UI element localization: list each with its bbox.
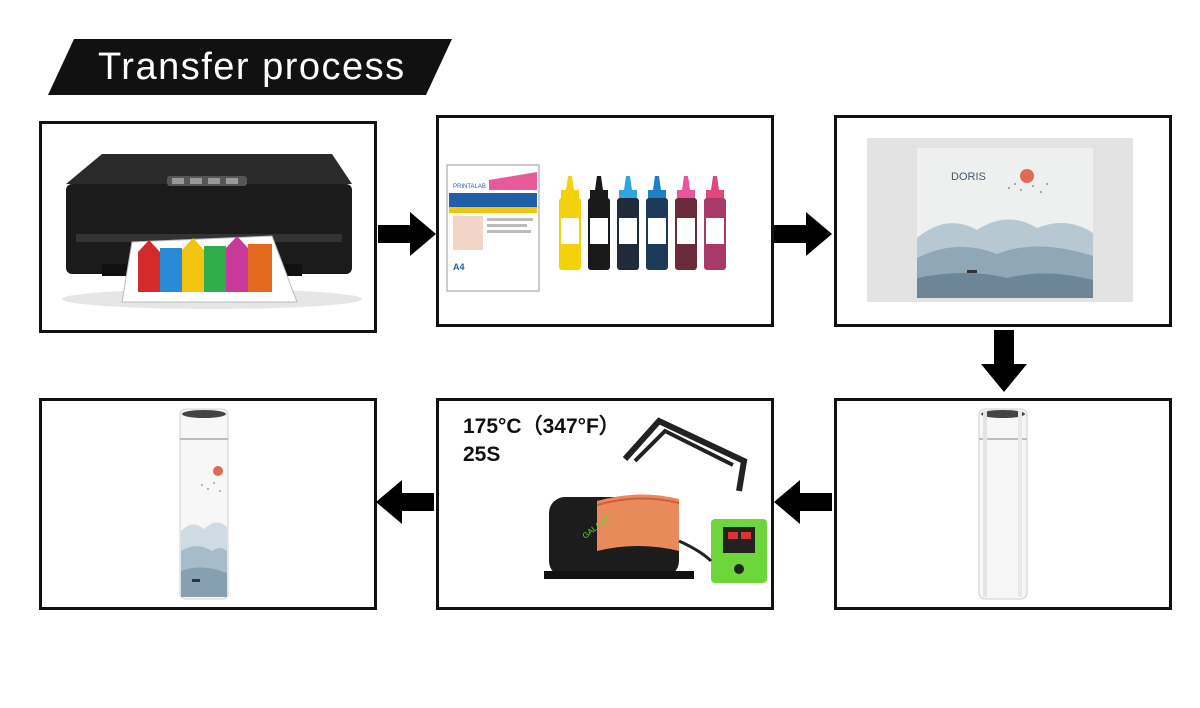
mug-heat-press-icon: GALAXY — [544, 417, 767, 583]
sublimation-paper-and-ink-icon: PRINTALAB A4 — [446, 164, 726, 292]
ink-bottle-cyan — [617, 176, 639, 270]
arrow-left-2 — [376, 480, 434, 524]
step-heat-press-box: 175°C（347°F） 25S GALAXY — [436, 398, 774, 610]
paper-brand-text: PRINTALAB — [453, 184, 486, 190]
printer-icon — [62, 154, 362, 309]
press-settings-text: 175°C（347°F） 25S — [463, 413, 620, 469]
step-blank-bottle-box — [834, 398, 1172, 610]
blank-white-bottle-icon — [978, 408, 1028, 600]
arrow-left-1 — [774, 480, 832, 524]
arrow-right-1 — [378, 212, 436, 256]
ink-bottles — [559, 176, 726, 270]
press-temperature: 175°C（347°F） — [463, 415, 620, 438]
press-time: 25S — [463, 443, 501, 466]
paper-size-text: A4 — [453, 262, 465, 272]
page-title: Transfer process — [98, 46, 406, 88]
step-printed-design-box: DORIS — [834, 115, 1172, 327]
arrow-down — [981, 330, 1027, 392]
ink-bottle-blue — [646, 176, 668, 270]
step-printer-box — [39, 121, 377, 333]
step-paper-ink-box: PRINTALAB A4 — [436, 115, 774, 327]
title-banner — [48, 39, 452, 95]
arrow-right-2 — [774, 212, 832, 256]
ink-bottle-magenta — [675, 176, 697, 270]
printed-bottle-icon — [179, 408, 229, 600]
printed-transfer-sheet-icon: DORIS — [867, 138, 1133, 302]
design-title-text: DORIS — [951, 171, 986, 183]
ink-bottle-pink — [704, 176, 726, 270]
ink-bottle-black — [588, 176, 610, 270]
ink-bottle-yellow — [559, 176, 581, 270]
step-finished-bottle-box — [39, 398, 377, 610]
